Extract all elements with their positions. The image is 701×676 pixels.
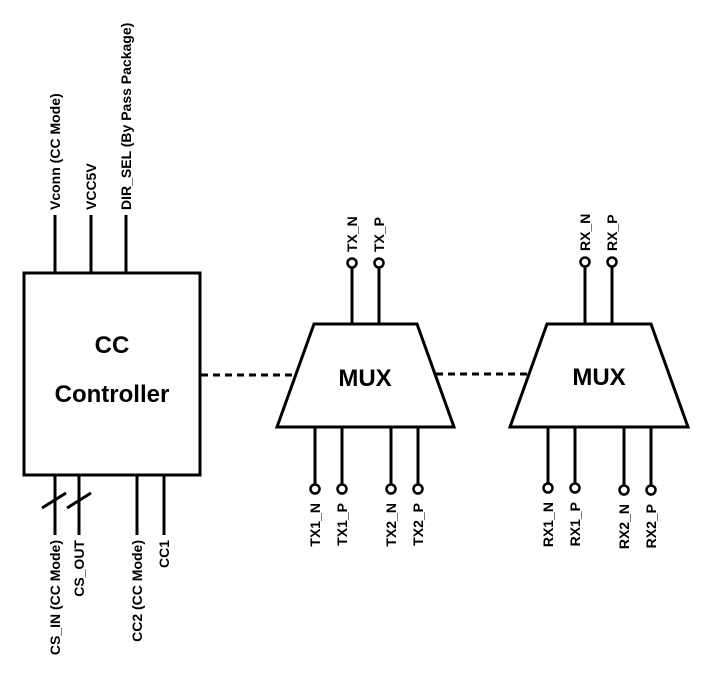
terminal-tx2-p	[412, 483, 424, 495]
cc-controller-title-line2: Controller	[55, 381, 170, 408]
pin-label-rx2-n: RX2_N	[616, 504, 632, 549]
terminal-rx2-n	[618, 484, 630, 496]
cc-controller-box	[22, 271, 202, 477]
terminal-rx-p	[606, 256, 618, 268]
terminal-rx1-n	[542, 482, 554, 494]
pin-label-vconn: Vconn (CC Mode)	[47, 93, 63, 210]
rx-mux-label: MUX	[572, 364, 625, 391]
pin-label-cc2: CC2 (CC Mode)	[129, 540, 145, 642]
terminal-rx1-p	[569, 482, 581, 494]
cc-controller-block: CC Controller Vconn (CC Mode) VCC5V DIR_…	[22, 23, 202, 655]
pin-label-rx-n: RX_N	[577, 214, 593, 251]
pin-label-tx-p: TX_P	[371, 217, 387, 252]
cc-controller-title-line1: CC	[95, 332, 130, 359]
pin-label-cs-out: CS_OUT	[71, 540, 87, 597]
pin-label-rx1-n: RX1_N	[540, 502, 556, 547]
bus-slash-cs-in	[41, 491, 67, 510]
pin-label-tx2-p: TX2_P	[410, 503, 426, 546]
pin-label-tx1-p: TX1_P	[334, 503, 350, 546]
pin-label-dir-sel: DIR_SEL (By Pass Package)	[118, 23, 134, 210]
terminal-tx1-p	[336, 483, 348, 495]
pin-label-tx-n: TX_N	[344, 216, 360, 252]
terminal-tx2-n	[385, 483, 397, 495]
terminal-tx-n	[346, 257, 358, 269]
tx-mux-trapezoid	[274, 322, 457, 429]
pin-label-tx1-n: TX1_N	[307, 503, 323, 547]
rx-mux-block: MUX RX_N RX_P RX1_N RX1_P RX2_N RX2_P	[507, 214, 691, 549]
pin-label-cs-in: CS_IN (CC Mode)	[47, 540, 63, 655]
pin-label-rx-p: RX_P	[604, 214, 620, 251]
terminal-rx2-p	[645, 484, 657, 496]
terminal-rx-n	[579, 256, 591, 268]
tx-mux-block: MUX TX_N TX_P TX1_N TX1_P TX2_N TX2_P	[274, 216, 457, 547]
bus-slash-cs-out	[66, 491, 92, 510]
terminal-tx-p	[373, 257, 385, 269]
tx-mux-label: MUX	[338, 365, 391, 392]
pin-label-vcc5v: VCC5V	[83, 163, 99, 210]
pin-label-rx2-p: RX2_P	[643, 504, 659, 548]
pin-label-rx1-p: RX1_P	[567, 502, 583, 546]
pin-label-cc1: CC1	[156, 540, 172, 568]
rx-mux-trapezoid	[507, 322, 691, 429]
pin-label-tx2-n: TX2_N	[383, 503, 399, 547]
terminal-tx1-n	[309, 483, 321, 495]
